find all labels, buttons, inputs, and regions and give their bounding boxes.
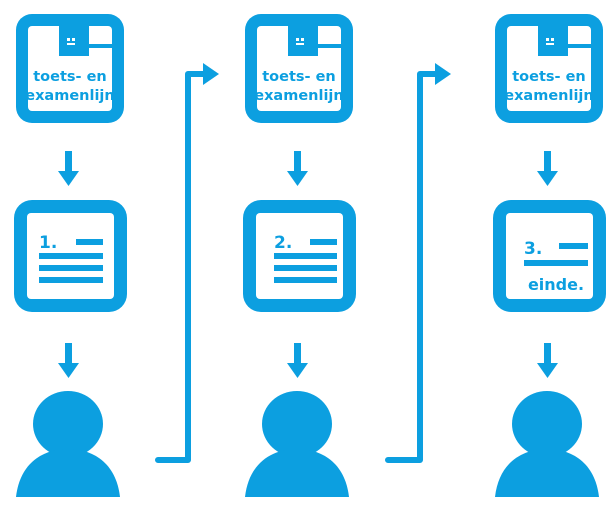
header-line1-2: toets- en (262, 69, 336, 85)
connector-arrow-2 (385, 63, 451, 463)
user-icon (495, 391, 599, 497)
doc-card-2: 2. (243, 200, 356, 312)
down-arrow-2a (287, 151, 308, 186)
header-line2-3: examenlijn (504, 88, 593, 104)
user-icon (16, 391, 120, 497)
down-arrow-3b (537, 343, 558, 378)
doc-ending-3: einde. (528, 275, 584, 294)
column-2: toets- en examenlijn 2. (243, 14, 356, 497)
rijksoverheid-logo-icon (67, 38, 75, 45)
header-line1-3: toets- en (512, 69, 586, 85)
doc-card-3: 3. einde. (493, 200, 606, 312)
rijksoverheid-logo-icon (546, 38, 554, 45)
doc-number-1: 1. (39, 233, 57, 253)
user-icon (245, 391, 349, 497)
down-arrow-3a (537, 151, 558, 186)
doc-card-1: 1. (14, 200, 127, 312)
down-arrow-1b (58, 343, 79, 378)
header-card-2: toets- en examenlijn (245, 14, 353, 123)
down-arrow-2b (287, 343, 308, 378)
header-card-3: toets- en examenlijn (495, 14, 603, 123)
header-line2-2: examenlijn (254, 88, 343, 104)
connector-arrow-1 (155, 63, 219, 463)
rijksoverheid-logo-icon (296, 38, 304, 45)
doc-number-3: 3. (524, 239, 542, 259)
header-card-1: toets- en examenlijn (16, 14, 124, 123)
doc-number-2: 2. (274, 233, 292, 253)
header-line2-1: examenlijn (25, 88, 114, 104)
column-1: toets- en examenlijn 1. (14, 14, 127, 497)
column-3: toets- en examenlijn 3. einde. (493, 14, 606, 497)
header-line1-1: toets- en (33, 69, 107, 85)
down-arrow-1a (58, 151, 79, 186)
